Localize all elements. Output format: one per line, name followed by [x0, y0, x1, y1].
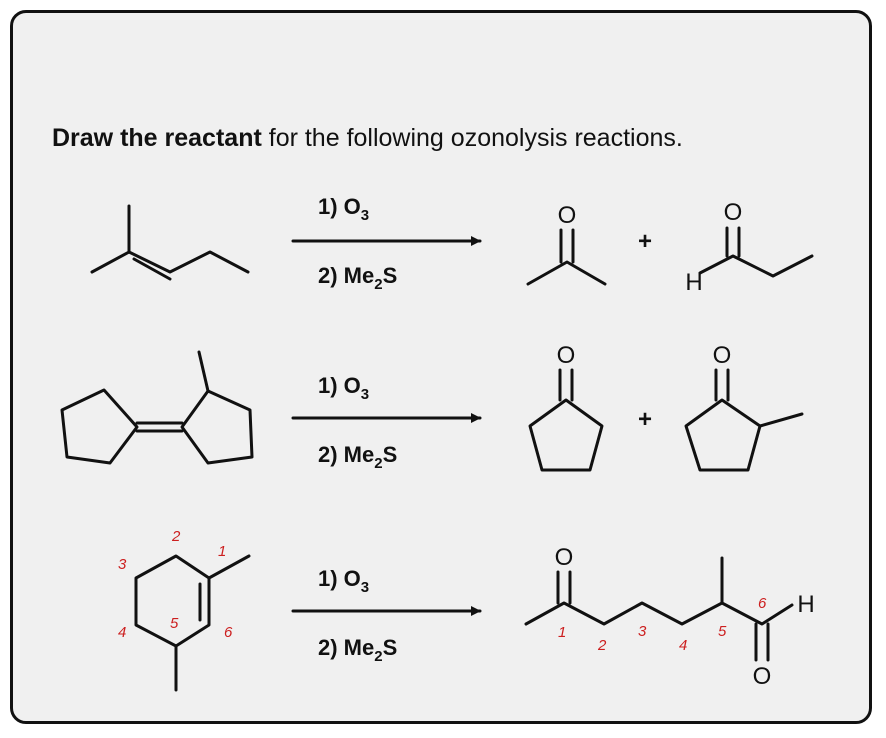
r1-reagent-1: 1) O3 [318, 194, 369, 224]
r2-product-cyclopentanone: O [528, 342, 604, 472]
r2-methylcyclopentanone-oxygen: O [713, 342, 732, 369]
r1-reactant-alkene [90, 204, 250, 281]
r3-reagent-2: 2) Me2S [318, 635, 397, 665]
r2-reactant-cyclopentylidene [60, 350, 254, 465]
r3-reactant-num-3: 3 [118, 556, 127, 573]
r1-acetone-oxygen: O [558, 202, 577, 229]
r1-propanal-oxygen: O [724, 199, 743, 226]
r1-product-propanal: O H [685, 199, 814, 296]
r2-plus: + [638, 406, 652, 433]
r2-reagent-2: 2) Me2S [318, 442, 397, 472]
r3-reactant-num-1: 1 [218, 543, 226, 560]
r3-product-num-3: 3 [638, 623, 647, 640]
r3-product-num-6: 6 [758, 595, 767, 612]
r3-arrow: 1) O3 2) Me2S [291, 566, 482, 665]
r3-reactant-num-6: 6 [224, 624, 233, 641]
title-bold: Draw the reactant [52, 124, 262, 152]
r1-plus: + [638, 228, 652, 255]
r3-product-num-2: 2 [597, 637, 607, 654]
r3-ketone-oxygen: O [555, 544, 574, 571]
r3-reactant-num-4: 4 [118, 624, 126, 641]
r1-propanal-hydrogen: H [685, 269, 702, 296]
r1-product-acetone: O [526, 202, 607, 286]
r3-product-num-5: 5 [718, 623, 727, 640]
r1-reagent-2: 2) Me2S [318, 263, 397, 293]
r2-cyclopentanone-oxygen: O [557, 342, 576, 369]
reaction-3: 1 2 3 4 5 6 1) O3 2) Me2S O O H 1 2 3 4 … [118, 528, 815, 692]
r2-product-methylcyclopentanone: O [684, 342, 804, 472]
r3-product-num-1: 1 [558, 624, 566, 641]
problem-title: Draw the reactant for the following ozon… [52, 124, 683, 153]
r3-aldehyde-hydrogen: H [797, 591, 814, 618]
r3-reactant-num-2: 2 [171, 528, 181, 545]
title-rest: for the following ozonolysis reactions. [261, 124, 683, 152]
reaction-2: 1) O3 2) Me2S O + O [60, 342, 804, 472]
r3-product-num-4: 4 [679, 637, 687, 654]
r1-arrow: 1) O3 2) Me2S [291, 194, 482, 293]
r3-reactant-dimethylcyclohexene: 1 2 3 4 5 6 [118, 528, 251, 692]
r3-reactant-num-5: 5 [170, 615, 179, 632]
r2-arrow: 1) O3 2) Me2S [291, 373, 482, 472]
r2-reagent-1: 1) O3 [318, 373, 369, 403]
r3-aldehyde-oxygen: O [753, 663, 772, 690]
r3-product-ketoaldehyde: O O H 1 2 3 4 5 6 [524, 544, 815, 690]
r3-reagent-1: 1) O3 [318, 566, 369, 596]
reaction-1: 1) O3 2) Me2S O + O H [90, 194, 814, 296]
